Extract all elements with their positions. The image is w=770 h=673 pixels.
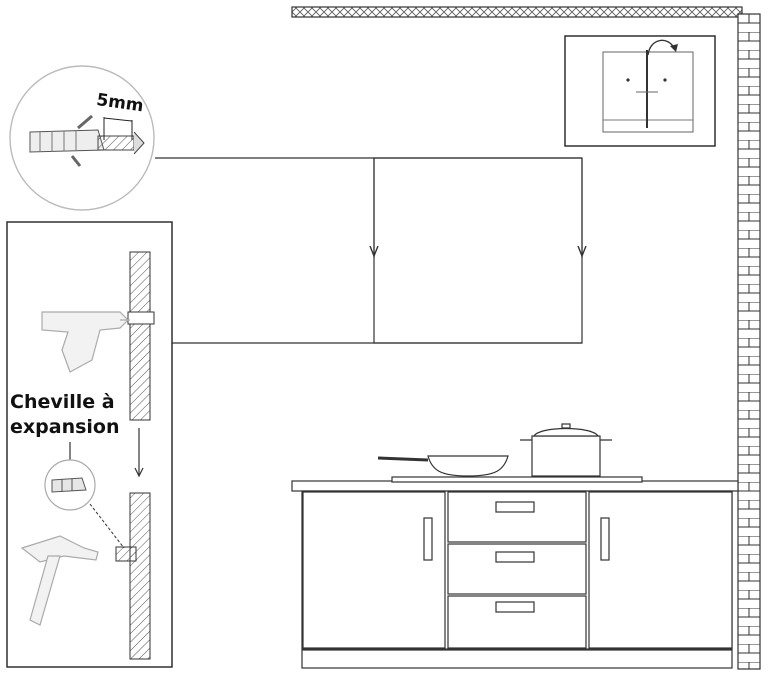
hammer-icon <box>20 535 99 626</box>
wall-cabinet <box>369 157 587 344</box>
kitchen-counter <box>291 476 739 669</box>
hook-icon <box>369 245 587 258</box>
ceiling <box>291 6 743 18</box>
anchor-label-line1: Cheville à <box>10 391 115 413</box>
anchor-label: Cheville à expansion <box>10 390 120 440</box>
brick-wall <box>737 13 761 670</box>
rotate-arrow-icon <box>647 39 678 56</box>
wall-plug-magnifier <box>9 65 155 211</box>
drill-icon <box>41 311 130 373</box>
wall-plug-icon <box>29 114 145 167</box>
frying-pan-icon <box>377 455 509 477</box>
drilling-instructions-panel <box>6 221 173 668</box>
wall-plug-icon <box>51 477 87 493</box>
pot-icon <box>520 423 612 477</box>
anchor-label-line2: expansion <box>10 416 120 438</box>
inset-hook-detail <box>564 35 716 147</box>
leader-lines <box>155 157 582 344</box>
